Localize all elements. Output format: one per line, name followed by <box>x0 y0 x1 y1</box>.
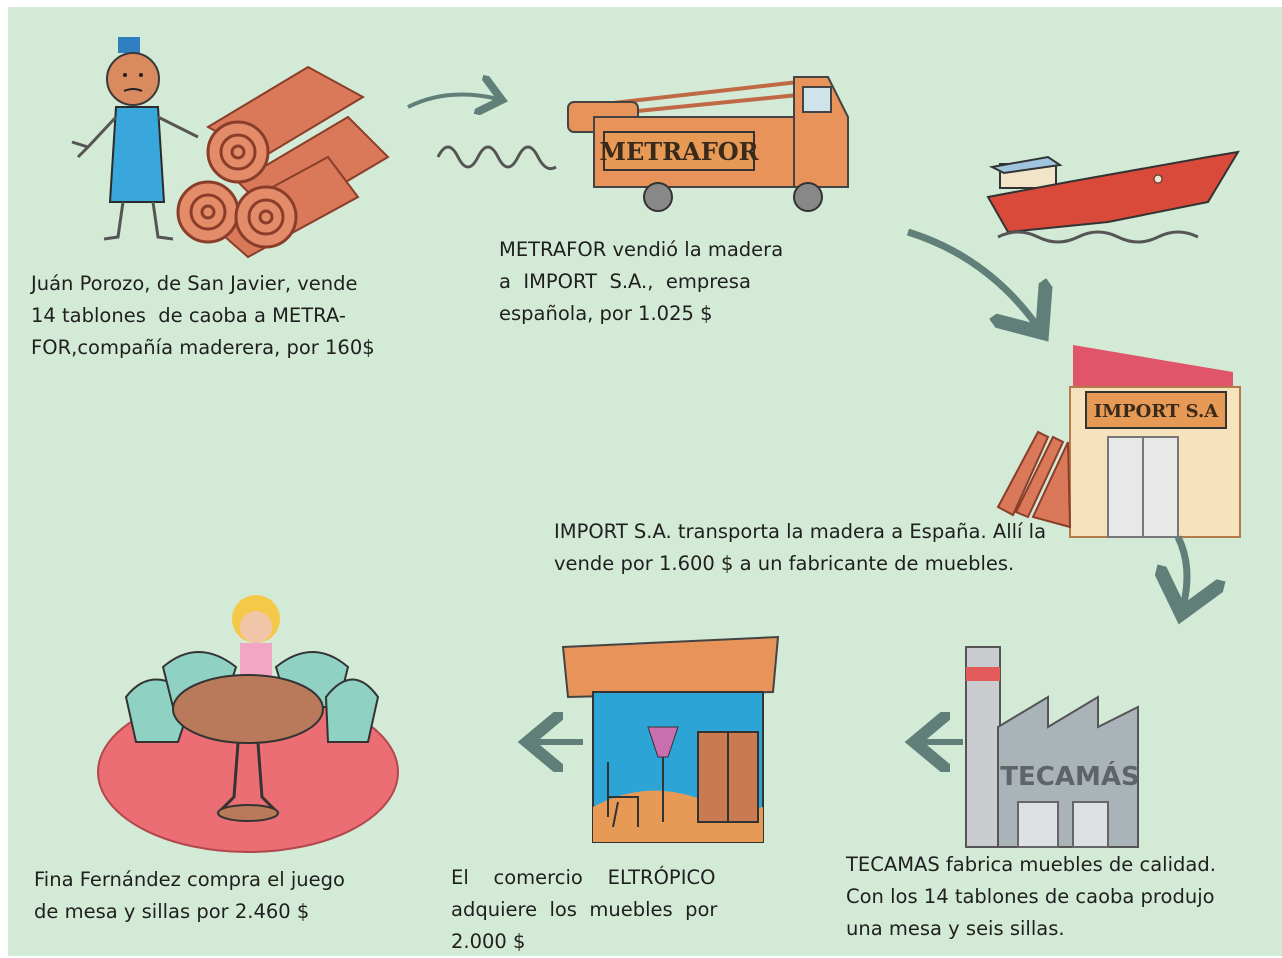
step-5-line-2: adquiere los muebles por <box>451 898 718 921</box>
step-4-caption: TECAMAS fabrica muebles de calidad. Con … <box>846 849 1282 945</box>
step-3-line-2: vende por 1.600 $ a un fabricante de mue… <box>554 552 1015 575</box>
dining-set-icon <box>97 595 399 853</box>
factory-sign: TECAMÁS <box>1000 760 1139 792</box>
flow-arrow-1 <box>407 95 498 108</box>
illustrations: METRAFOR IMPORT S.A <box>71 37 1241 853</box>
step-5-line-1: El comercio ELTRÓPICO <box>451 866 716 889</box>
step-1-line-2: 14 tablones de caoba a METRA- <box>31 304 346 327</box>
step-1-line-1: Juán Porozo, de San Javier, vende <box>31 272 358 295</box>
step-2-line-3: española, por 1.025 $ <box>499 302 713 325</box>
step-4-line-1: TECAMAS fabrica muebles de calidad. <box>846 853 1216 876</box>
step-2-caption: METRAFOR vendió la madera a IMPORT S.A.,… <box>499 234 829 330</box>
step-3-caption: IMPORT S.A. transporta la madera a Españ… <box>554 516 1144 580</box>
flow-arrow-3 <box>1178 535 1187 607</box>
step-6-line-2: de mesa y sillas por 2.460 $ <box>34 900 310 923</box>
step-4-line-3: una mesa y seis sillas. <box>846 917 1065 940</box>
warehouse-icon: IMPORT S.A <box>996 345 1241 538</box>
logger-man-icon <box>71 37 199 241</box>
step-5-line-3: 2.000 $ <box>451 930 526 953</box>
step-1-caption: Juán Porozo, de San Javier, vende 14 tab… <box>31 268 423 364</box>
step-1-line-3: FOR,compañía maderera, por 160$ <box>31 336 375 359</box>
truck-sign: METRAFOR <box>599 137 759 166</box>
step-4-line-2: Con los 14 tablones de caoba produjo <box>846 885 1215 908</box>
step-5-caption: El comercio ELTRÓPICO adquiere los muebl… <box>451 862 797 958</box>
diagram-canvas: METRAFOR IMPORT S.A <box>8 7 1282 956</box>
shop-icon <box>561 635 780 843</box>
factory-icon: TECAMÁS <box>965 646 1140 848</box>
step-3-line-1: IMPORT S.A. transporta la madera a Españ… <box>554 520 1047 543</box>
logs-icon <box>176 65 390 259</box>
truck-icon: METRAFOR <box>436 76 849 212</box>
flow-arrow-2 <box>906 228 1038 327</box>
step-2-line-2: a IMPORT S.A., empresa <box>499 270 751 293</box>
step-2-line-1: METRAFOR vendió la madera <box>499 238 784 261</box>
ship-icon <box>986 150 1240 244</box>
warehouse-sign: IMPORT S.A <box>1094 401 1219 422</box>
step-6-caption: Fina Fernández compra el juego de mesa y… <box>34 864 414 928</box>
step-6-line-1: Fina Fernández compra el juego <box>34 868 345 891</box>
